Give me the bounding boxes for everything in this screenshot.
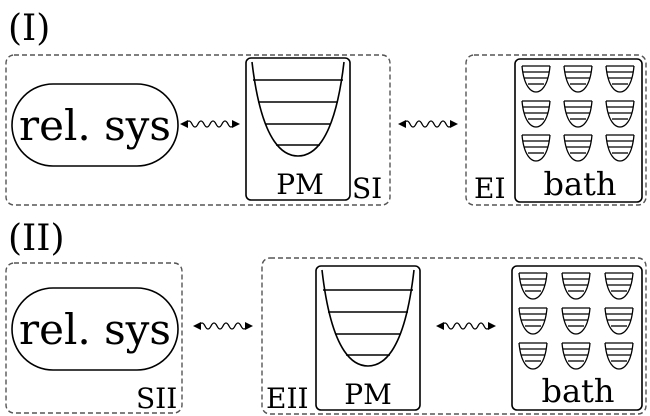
coupling-arrow-2a: [192, 321, 254, 331]
panel-1-label: (I): [8, 8, 50, 49]
pointer-1-box: [245, 57, 351, 201]
pointer-1-label: PM: [276, 168, 324, 201]
bath-2-oscillators: [518, 272, 634, 370]
bath-1-oscillators: [521, 65, 635, 162]
environment-region-1-label: EI: [474, 172, 506, 205]
panel-1: (I) SI rel. sys PM EI: [5, 8, 647, 206]
relevant-system-1-box: [11, 83, 179, 167]
relevant-system-2-box: [11, 287, 179, 371]
system-region-2-box: [5, 262, 183, 414]
pointer-2-box: [315, 265, 421, 411]
system-region-1-label: SI: [352, 172, 382, 205]
environment-region-2-box: [261, 257, 647, 415]
bath-1-box: [514, 58, 643, 203]
bath-2-label: bath: [541, 372, 614, 410]
coupling-arrow-2b: [435, 321, 497, 331]
relevant-system-2-label: rel. sys: [19, 305, 171, 354]
coupling-arrow-1b: [397, 119, 459, 129]
system-region-2-label: SII: [136, 382, 177, 415]
relevant-system-1-label: rel. sys: [19, 101, 171, 150]
pointer-1-well: [251, 61, 345, 157]
pointer-2-well: [321, 269, 415, 367]
bath-2-box: [511, 265, 643, 411]
environment-region-2-label: EII: [266, 382, 309, 415]
coupling-arrow-1a: [179, 119, 241, 129]
bath-1-label: bath: [543, 165, 616, 203]
pointer-2-label: PM: [344, 378, 392, 411]
system-region-1-box: [5, 54, 391, 206]
environment-region-1-box: [465, 54, 647, 206]
panel-2-label: (II): [8, 218, 65, 259]
panel-2: (II) SII rel. sys EII PM: [5, 218, 647, 415]
